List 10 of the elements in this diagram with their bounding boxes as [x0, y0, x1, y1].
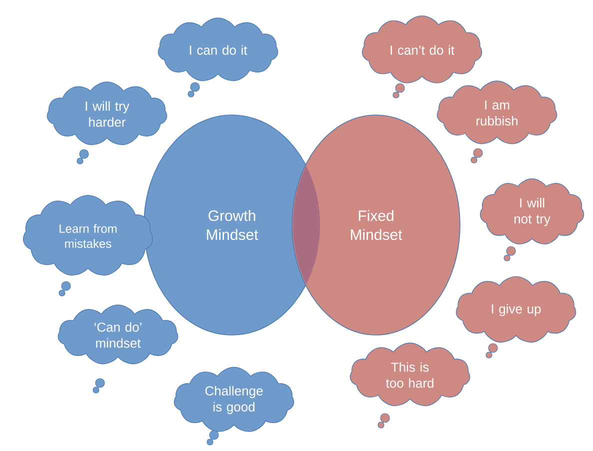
thought-bubble: ‘Can do’ mindset: [58, 304, 178, 394]
thought-bubble: Learn from mistakes: [23, 194, 153, 296]
thought-bubble: I am rubbish: [436, 80, 558, 164]
thought-bubble: I will try harder: [46, 82, 168, 164]
thought-bubble: I can do it: [158, 18, 278, 98]
thought-bubble: I will not try: [480, 178, 584, 262]
thought-bubble: Challenge is good: [174, 366, 294, 446]
thought-bubble: I can’t do it: [362, 15, 482, 98]
thought-bubble: This is too hard: [350, 342, 470, 428]
thought-bubble: I give up: [456, 276, 576, 358]
